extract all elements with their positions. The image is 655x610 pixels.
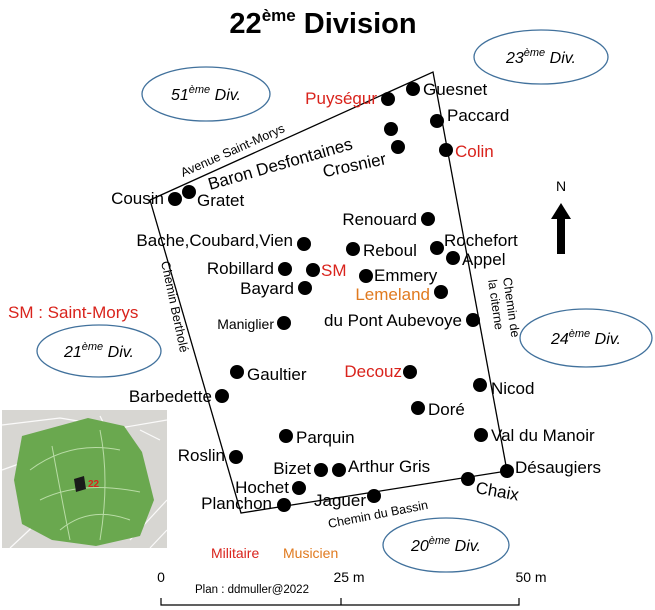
grave-marker-robillard[interactable] (278, 262, 292, 276)
svg-text:21ème Div.: 21ème Div. (63, 341, 134, 361)
grave-label-cousin[interactable]: Cousin (111, 189, 164, 208)
svg-text:23ème Div.: 23ème Div. (505, 47, 576, 67)
grave-label-nicod[interactable]: Nicod (491, 379, 534, 398)
grave-marker-decouz[interactable] (403, 365, 417, 379)
grave-labels: Puységur Guesnet Paccard Baron Desfontai… (111, 80, 601, 513)
grave-label-jaguer[interactable]: Jaguer (314, 491, 366, 510)
grave-label-rochefort[interactable]: Rochefort (444, 231, 518, 250)
grave-marker-crosnier[interactable] (391, 140, 405, 154)
grave-marker-barbedette[interactable] (215, 389, 229, 403)
grave-label-robillard[interactable]: Robillard (207, 259, 274, 278)
scale-label-25: 25 m (333, 569, 364, 585)
road-chemin-bertholle: Chemin Bertholé (158, 260, 191, 354)
grave-label-chaix[interactable]: Chaix (474, 478, 521, 504)
north-label: N (556, 178, 566, 194)
grave-label-sm[interactable]: SM (321, 261, 347, 280)
grave-marker-renouard[interactable] (421, 212, 435, 226)
north-arrow: N (551, 178, 571, 254)
grave-label-desaugiers[interactable]: Désaugiers (515, 458, 601, 477)
grave-label-planchon[interactable]: Planchon (201, 494, 272, 513)
scale-label-0: 0 (157, 569, 165, 585)
division-23: 23ème Div. (473, 29, 609, 85)
grave-marker-reboul[interactable] (346, 242, 360, 256)
grave-label-hochet[interactable]: Hochet (235, 478, 289, 497)
grave-marker-gratet[interactable] (182, 185, 196, 199)
division-20: 20ème Div. (382, 517, 510, 573)
grave-marker-arthur-gris[interactable] (332, 463, 346, 477)
grave-marker-appel[interactable] (446, 251, 460, 265)
grave-label-colin[interactable]: Colin (455, 142, 494, 161)
division-51: 51ème Div. (141, 66, 271, 122)
grave-label-bayard[interactable]: Bayard (240, 279, 294, 298)
legend-military: Militaire (211, 545, 259, 561)
grave-marker-parquin[interactable] (279, 429, 293, 443)
grave-marker-bizet[interactable] (314, 463, 328, 477)
grave-marker-planchon[interactable] (277, 498, 291, 512)
grave-marker-bache-coubard-vien[interactable] (297, 237, 311, 251)
scale-bar: 0 25 m 50 m Plan : ddmuller@2022 (157, 569, 547, 606)
grave-marker-desaugiers[interactable] (500, 464, 514, 478)
grave-marker-nicod[interactable] (473, 378, 487, 392)
grave-label-parquin[interactable]: Parquin (296, 428, 355, 447)
sm-note: SM : Saint-Morys (8, 303, 138, 322)
grave-marker-puysegur[interactable] (381, 92, 395, 106)
grave-marker-bayard[interactable] (298, 281, 312, 295)
grave-marker-maniglier[interactable] (277, 316, 291, 330)
grave-marker-colin[interactable] (439, 143, 453, 157)
grave-label-du-pont-aubevoye[interactable]: du Pont Aubevoye (324, 311, 462, 330)
grave-label-gaultier[interactable]: Gaultier (247, 365, 307, 384)
road-chemin-de-la-citerne: Chemin dela citerne (485, 276, 522, 340)
inset-label: 22 (88, 479, 100, 490)
grave-marker-gaultier[interactable] (230, 365, 244, 379)
grave-marker-hochet[interactable] (292, 481, 306, 495)
grave-label-roslin[interactable]: Roslin (178, 446, 225, 465)
grave-label-appel[interactable]: Appel (462, 250, 505, 269)
grave-marker-paccard[interactable] (430, 114, 444, 128)
grave-marker-jaguer[interactable] (367, 489, 381, 503)
grave-label-gratet[interactable]: Gratet (197, 191, 245, 210)
grave-marker-chaix[interactable] (461, 472, 475, 486)
grave-label-lemeland[interactable]: Lemeland (355, 285, 430, 304)
grave-label-reboul[interactable]: Reboul (363, 241, 417, 260)
grave-label-guesnet[interactable]: Guesnet (423, 80, 488, 99)
svg-text:24ème Div.: 24ème Div. (550, 328, 621, 348)
grave-marker-emmery[interactable] (359, 269, 373, 283)
grave-label-puysegur[interactable]: Puységur (305, 89, 377, 108)
svg-text:20ème Div.: 20ème Div. (410, 535, 481, 555)
grave-marker-sm[interactable] (306, 263, 320, 277)
grave-marker-lemeland[interactable] (434, 285, 448, 299)
grave-label-arthur-gris[interactable]: Arthur Gris (348, 457, 430, 476)
grave-marker-val-du-manoir[interactable] (474, 428, 488, 442)
grave-label-emmery[interactable]: Emmery (374, 266, 438, 285)
division-24: 24ème Div. (519, 308, 653, 368)
grave-label-val-du-manoir[interactable]: Val du Manoir (491, 426, 595, 445)
grave-label-maniglier[interactable]: Maniglier (217, 316, 274, 332)
grave-marker-baron-desfontaines[interactable] (384, 122, 398, 136)
inset-division-highlight (74, 476, 86, 492)
grave-markers (168, 82, 514, 512)
map-title: 22ème Division (229, 6, 416, 40)
grave-label-paccard[interactable]: Paccard (447, 106, 509, 125)
inset-map: 22 (1, 410, 168, 549)
svg-text:51ème Div.: 51ème Div. (171, 84, 241, 104)
division-21: 21ème Div. (36, 324, 162, 378)
grave-marker-roslin[interactable] (229, 450, 243, 464)
scale-label-50: 50 m (515, 569, 546, 585)
north-arrow-icon (551, 203, 571, 254)
grave-label-renouard[interactable]: Renouard (342, 210, 417, 229)
grave-label-dore[interactable]: Doré (428, 400, 465, 419)
legend-musician: Musicien (283, 545, 338, 561)
grave-marker-cousin[interactable] (168, 192, 182, 206)
grave-marker-guesnet[interactable] (406, 82, 420, 96)
scale-credit: Plan : ddmuller@2022 (195, 584, 309, 596)
grave-label-decouz[interactable]: Decouz (344, 362, 402, 381)
grave-label-barbedette[interactable]: Barbedette (129, 387, 212, 406)
grave-marker-rochefort[interactable] (430, 241, 444, 255)
grave-marker-dore[interactable] (411, 401, 425, 415)
grave-label-bizet[interactable]: Bizet (273, 459, 311, 478)
grave-marker-du-pont-aubevoye[interactable] (466, 313, 480, 327)
grave-label-bache-coubard-vien[interactable]: Bache,Coubard,Vien (136, 231, 293, 250)
